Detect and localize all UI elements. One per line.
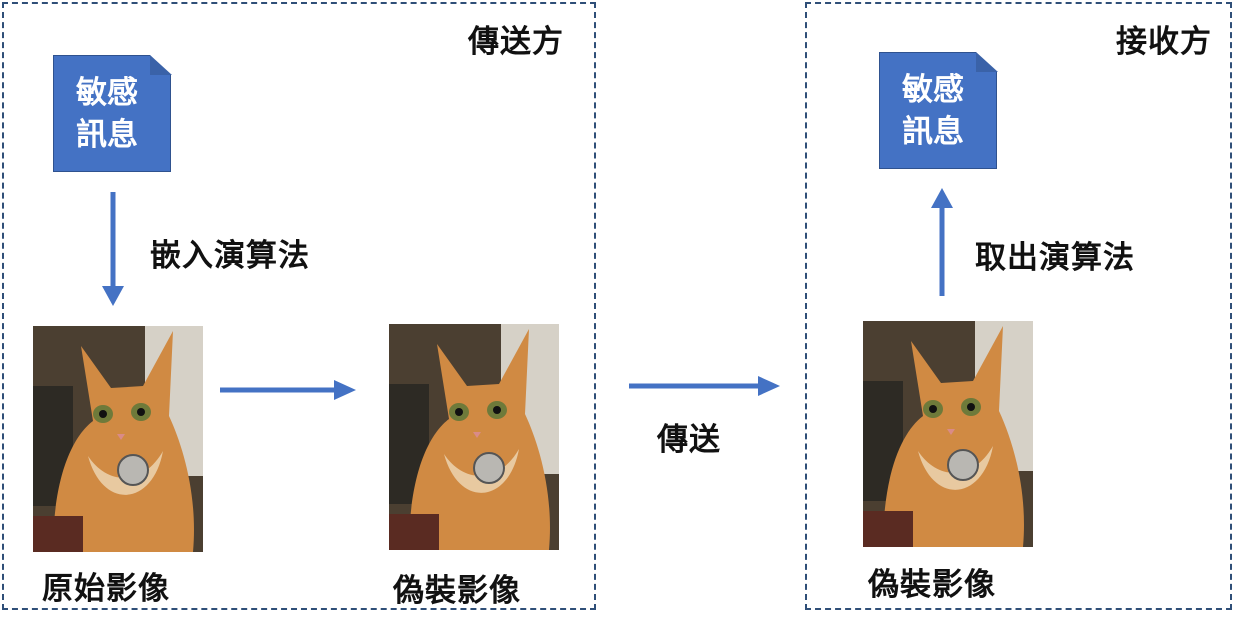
sender-secret-document-icon: 敏感 訊息	[53, 55, 171, 172]
stego-image-caption-sender: 偽裝影像	[393, 573, 521, 609]
cat-photo-icon	[33, 326, 203, 552]
transfer-label: 傳送	[657, 422, 721, 458]
sender-doc-line2: 訊息	[76, 116, 138, 153]
embed-algorithm-label: 嵌入演算法	[150, 238, 310, 274]
sender-doc-line1: 敏感	[76, 74, 138, 111]
receiver-title: 接收方	[1116, 24, 1212, 60]
original-image-caption: 原始影像	[42, 571, 170, 607]
transfer-arrow	[629, 376, 780, 396]
cat-photo-icon	[863, 321, 1033, 547]
stego-image-sender	[389, 324, 559, 550]
receiver-doc-line1: 敏感	[902, 71, 964, 108]
receiver-doc-line2: 訊息	[902, 113, 964, 150]
process-arrow	[220, 380, 356, 400]
stego-image-receiver	[863, 321, 1033, 547]
stego-image-caption-receiver: 偽裝影像	[868, 567, 996, 603]
extract-algorithm-label: 取出演算法	[975, 240, 1135, 276]
receiver-panel: 接收方	[805, 2, 1232, 610]
sender-panel: 傳送方	[2, 2, 596, 610]
extract-arrow	[931, 188, 953, 296]
sender-title: 傳送方	[468, 24, 564, 60]
cat-photo-icon	[389, 324, 559, 550]
original-image	[33, 326, 203, 552]
embed-arrow	[102, 192, 124, 306]
